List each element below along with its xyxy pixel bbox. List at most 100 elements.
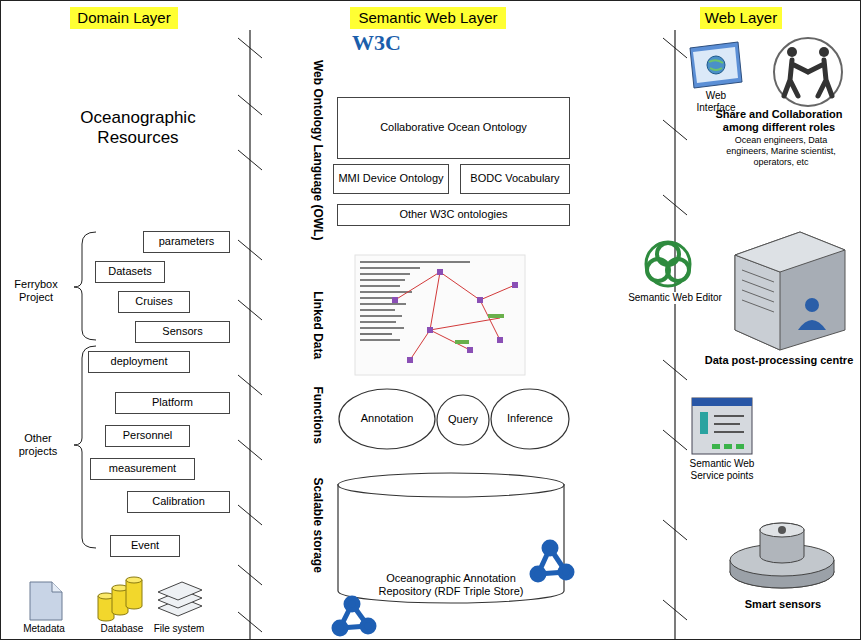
divider-tick — [238, 375, 262, 395]
divider-tick — [238, 38, 262, 58]
divider-tick — [663, 195, 687, 215]
server-icon — [735, 232, 845, 350]
circle-shape — [339, 389, 435, 449]
node-text: Datasets — [108, 265, 151, 278]
node-text: Domain Layer — [77, 9, 170, 27]
function-circle: Annotation — [338, 388, 436, 450]
divider-tick — [663, 520, 687, 540]
resource-box: Calibration — [127, 491, 230, 513]
group-label: Ferrybox Project — [4, 278, 68, 304]
resource-box: parameters — [143, 231, 230, 253]
divider-tick — [663, 600, 687, 620]
node-text: Inference — [507, 412, 553, 425]
function-circle: Inference — [490, 388, 570, 450]
node-text: measurement — [109, 462, 176, 475]
divider-tick — [238, 240, 262, 260]
circle-shape — [437, 395, 489, 445]
cylinder-top — [338, 473, 564, 497]
ontology-box: Collaborative Ocean Ontology — [337, 97, 570, 159]
node-text: MMI Device Ontology — [338, 172, 443, 185]
node-text: Sensors — [162, 325, 202, 338]
layer-divider — [674, 30, 675, 640]
ontology-box: BODC Vocabulary — [460, 164, 570, 194]
node-text: BODC Vocabulary — [470, 172, 559, 185]
icon-caption: Metadata — [14, 623, 74, 635]
node-text: Event — [131, 539, 159, 552]
divider-tick — [663, 430, 687, 450]
divider-tick — [238, 505, 262, 525]
resource-box: measurement — [90, 458, 195, 480]
divider-tick — [238, 565, 262, 585]
ontology-box: Other W3C ontologies — [337, 204, 570, 226]
resource-box: Platform — [115, 392, 230, 414]
resource-box: Sensors — [135, 321, 230, 343]
icon-caption: File system — [148, 623, 210, 635]
web-interface-icon — [690, 42, 742, 88]
node-text: deployment — [111, 355, 168, 368]
node-text: Query — [448, 413, 478, 426]
divider-ticks — [238, 38, 687, 632]
node-text: Semantic Web Layer — [359, 9, 498, 27]
cylinder-outline — [337, 472, 565, 604]
divider-tick — [238, 95, 262, 115]
row-label: Functions — [311, 365, 325, 465]
node-text: Other W3C ontologies — [399, 208, 507, 221]
ontology-box: MMI Device Ontology — [333, 164, 449, 194]
file-system-icon — [158, 582, 202, 616]
service-points-icon — [692, 398, 752, 454]
layer-heading: Semantic Web Layer — [350, 7, 506, 29]
icon-caption: Smart sensors — [720, 598, 846, 611]
node-text: Annotation — [361, 412, 414, 425]
node-text: Collaborative Ocean Ontology — [380, 121, 527, 134]
node-text: Cruises — [135, 295, 172, 308]
section-title: Oceanographic Resources — [68, 108, 208, 149]
icon-caption: Data post-processing centre — [702, 354, 856, 367]
row-label: Web Ontology Language (OWL) — [311, 55, 325, 245]
brackets — [74, 232, 96, 548]
node-text: Oceanographic Annotation Repository (RDF… — [366, 572, 536, 598]
group-label: Other projects — [6, 432, 70, 458]
database-icon — [98, 577, 142, 621]
linked-data-graph — [355, 255, 525, 375]
triple-store-cylinder: Oceanographic Annotation Repository (RDF… — [337, 472, 565, 604]
node-text: Calibration — [152, 495, 205, 508]
node-text: Personnel — [123, 429, 173, 442]
w3c-logo: W3C — [352, 30, 422, 56]
divider-tick — [663, 360, 687, 380]
resource-box: Personnel — [105, 425, 190, 447]
resource-box: Cruises — [118, 291, 190, 313]
resource-box: Event — [110, 535, 180, 557]
semantic-web-editor-icon — [646, 242, 690, 286]
resource-box: deployment — [88, 351, 190, 373]
icon-caption: Semantic Web Editor — [628, 292, 722, 304]
role-list: Ocean engineers, Data engineers, Marine … — [716, 135, 846, 167]
divider-tick — [238, 150, 262, 170]
rdf-network-icon — [334, 598, 374, 634]
node-text: Platform — [152, 396, 193, 409]
layer-heading: Web Layer — [700, 7, 782, 29]
divider-tick — [663, 38, 687, 58]
role-heading: Share and Collaboration among different … — [700, 108, 858, 134]
icon-caption: Database — [92, 623, 152, 635]
rdf-network-icon — [532, 542, 572, 580]
row-label: Linked Data — [311, 265, 325, 385]
resource-box: Datasets — [95, 261, 165, 283]
smart-sensor-icon — [730, 523, 834, 588]
function-circle: Query — [436, 394, 490, 446]
collaboration-icon — [774, 38, 842, 106]
divider-tick — [238, 300, 262, 320]
row-label: Scalable storage — [311, 455, 325, 595]
circle-shape — [491, 389, 569, 449]
divider-tick — [238, 440, 262, 460]
icon-caption: Semantic Web Service points — [680, 458, 764, 482]
node-text: Web Layer — [705, 9, 777, 27]
node-text: parameters — [159, 235, 215, 248]
cylinder-body — [338, 484, 564, 603]
layer-divider — [249, 30, 250, 640]
divider-tick — [663, 120, 687, 140]
metadata-icon — [30, 582, 62, 620]
layer-heading: Domain Layer — [70, 7, 178, 29]
divider-tick — [238, 612, 262, 632]
